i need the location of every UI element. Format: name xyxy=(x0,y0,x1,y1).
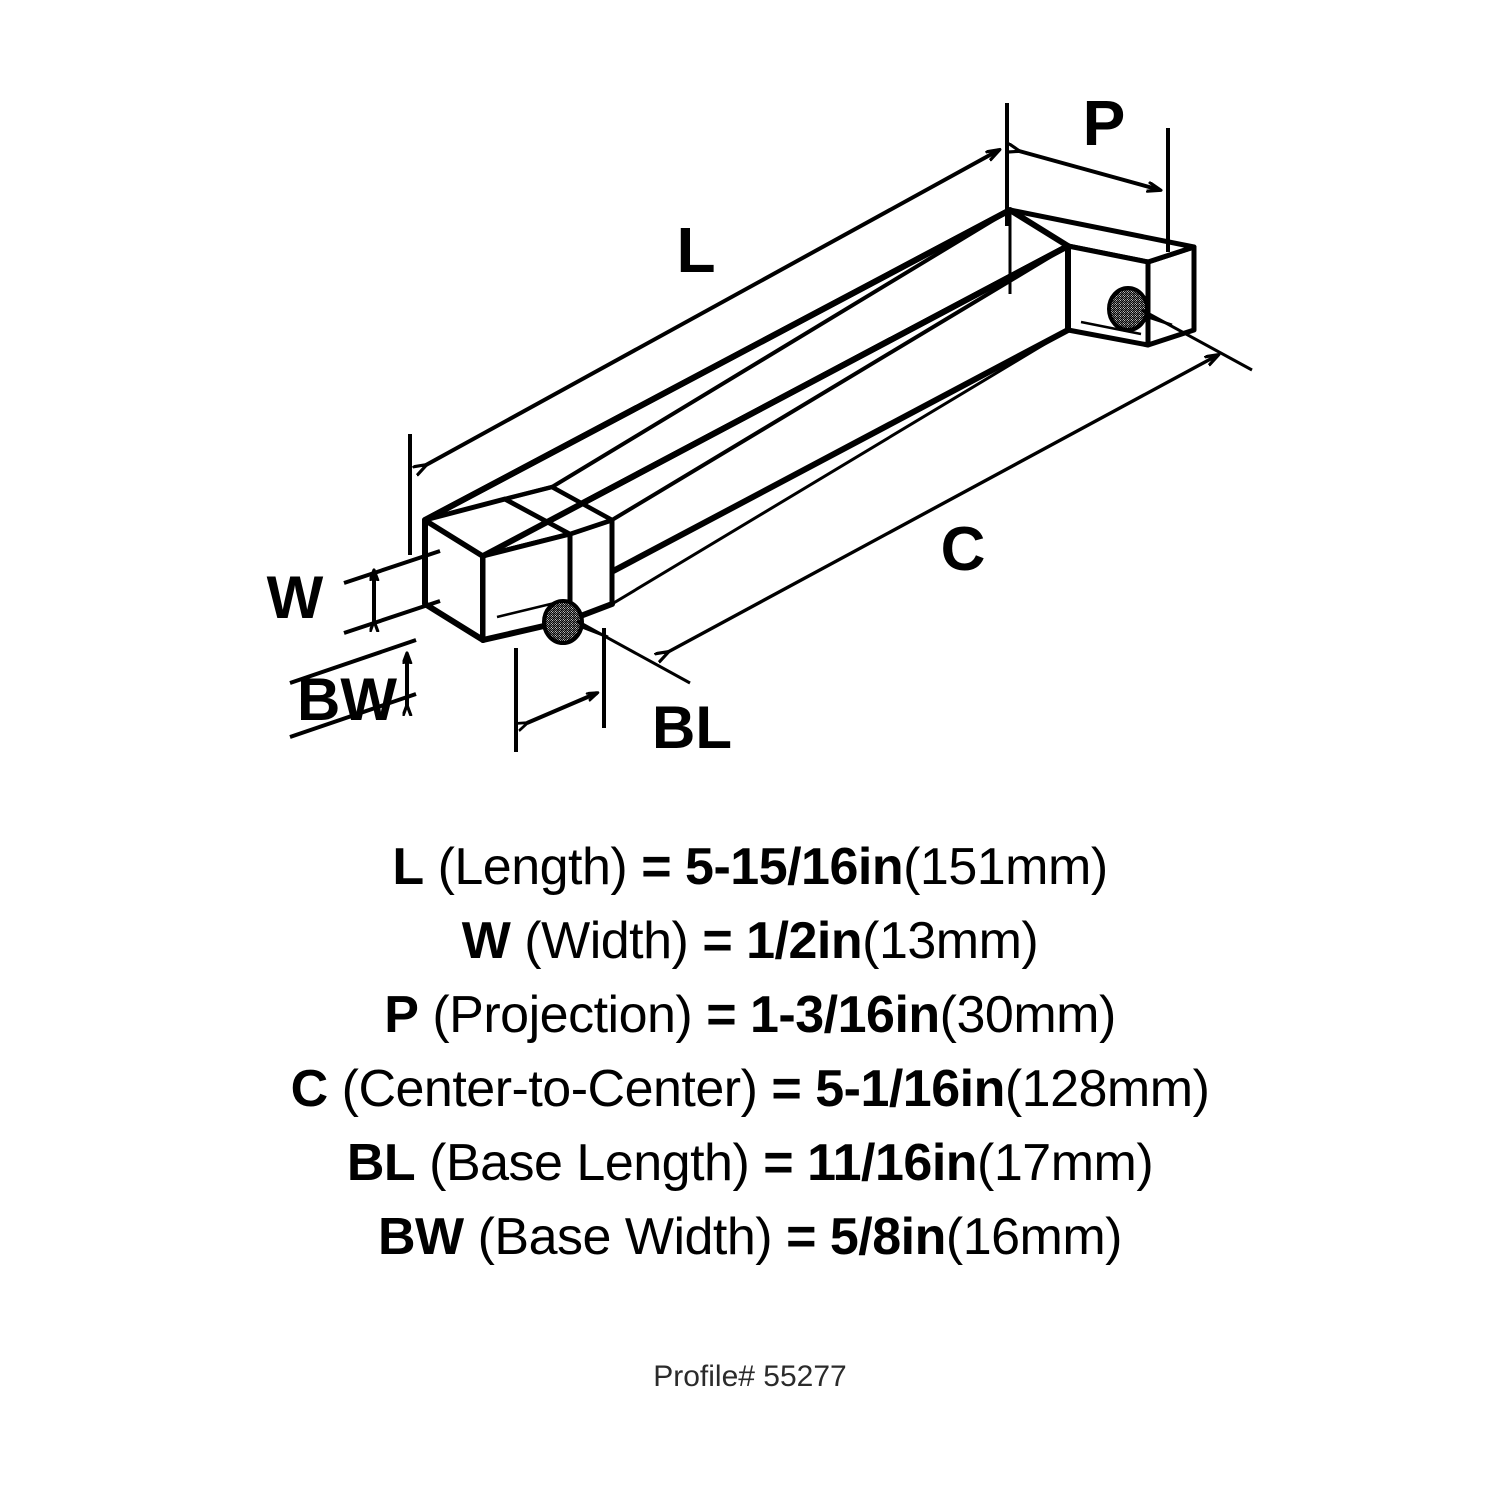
spec-equals: = xyxy=(763,1134,794,1192)
spec-symbol: BL xyxy=(346,1134,416,1192)
spec-row-center-to-center: C (Center-to-Center) = 5-1/16in(128mm) xyxy=(0,1052,1500,1126)
dimension-label-C: C xyxy=(941,515,986,584)
W-extension-top xyxy=(343,549,441,585)
spec-metric: (128mm) xyxy=(1004,1060,1210,1118)
BW-extension-bottom xyxy=(289,692,417,739)
spec-value: 5-1/16in xyxy=(815,1060,1005,1118)
P-dimension-arrow xyxy=(1019,151,1160,190)
spec-name: (Length) xyxy=(437,838,628,896)
handle-body xyxy=(422,207,1197,645)
spec-row-width: W (Width) = 1/2in(13mm) xyxy=(0,904,1500,978)
spec-value: 1/2in xyxy=(746,912,863,970)
bar-top-lip-edge xyxy=(481,243,1070,559)
spec-equals: = xyxy=(702,912,733,970)
spec-symbol: W xyxy=(461,912,511,970)
spec-value: 1-3/16in xyxy=(750,986,940,1044)
C-extension-right xyxy=(1141,308,1253,372)
spec-name: (Projection) xyxy=(432,986,693,1044)
dimension-BW: BW xyxy=(289,638,417,739)
spec-name: (Base Width) xyxy=(477,1208,773,1266)
BL-dimension-arrow xyxy=(527,691,597,723)
spec-symbol: C xyxy=(290,1060,329,1118)
spec-name: (Base Length) xyxy=(429,1134,750,1192)
dimension-label-P: P xyxy=(1083,87,1126,159)
spec-metric: (17mm) xyxy=(977,1134,1154,1192)
spec-symbol: L xyxy=(392,838,424,896)
spec-metric: (30mm) xyxy=(939,986,1117,1044)
spec-equals: = xyxy=(706,986,737,1044)
handle-drawing-svg: L P C W xyxy=(267,87,1253,761)
spec-value: 11/16in xyxy=(807,1134,978,1192)
L-dimension-arrow xyxy=(426,150,999,465)
spec-row-projection: P (Projection) = 1-3/16in(30mm) xyxy=(0,978,1500,1052)
dimension-W: W xyxy=(267,549,441,635)
spec-row-base-width: BW (Base Width) = 5/8in(16mm) xyxy=(0,1200,1500,1274)
spec-metric: (16mm) xyxy=(945,1208,1123,1266)
spec-symbol: BW xyxy=(377,1208,464,1266)
spec-symbol: P xyxy=(384,986,419,1044)
BW-extension-top xyxy=(289,638,417,685)
profile-number: Profile# 55277 xyxy=(653,1360,847,1393)
right-post-inner-rim xyxy=(1080,320,1142,336)
handle-far-top-edge xyxy=(504,485,553,501)
dimension-label-W: W xyxy=(267,564,324,631)
spec-metric: (151mm) xyxy=(903,838,1108,896)
spec-row-base-length: BL (Base Length) = 11/16in(17mm) xyxy=(0,1126,1500,1200)
spec-equals: = xyxy=(771,1060,802,1118)
dimension-P: P xyxy=(1007,87,1170,252)
dimension-label-L: L xyxy=(676,214,715,286)
screw-hole-icon-right xyxy=(1107,286,1173,332)
screw-hole-icon-left xyxy=(542,599,609,645)
C-dimension-arrow xyxy=(668,355,1218,652)
spec-name: (Width) xyxy=(524,912,689,970)
W-extension-bottom xyxy=(343,599,441,635)
dimension-label-BL: BL xyxy=(652,694,732,761)
spec-row-length: L (Length) = 5-15/16in(151mm) xyxy=(0,830,1500,904)
spec-metric: (13mm) xyxy=(862,912,1039,970)
dimension-BL: BL xyxy=(514,628,732,761)
C-extension-left xyxy=(576,619,691,685)
dimension-C: C xyxy=(576,308,1253,685)
dimension-label-BW: BW xyxy=(297,666,397,733)
spec-value: 5-15/16in xyxy=(685,838,904,896)
spec-name: (Center-to-Center) xyxy=(341,1060,758,1118)
spec-value: 5/8in xyxy=(829,1208,947,1266)
spec-equals: = xyxy=(641,838,672,896)
specification-list: L (Length) = 5-15/16in(151mm) W (Width) … xyxy=(0,830,1500,1390)
spec-equals: = xyxy=(786,1208,816,1266)
isometric-drawing: L P C W xyxy=(267,87,1253,761)
